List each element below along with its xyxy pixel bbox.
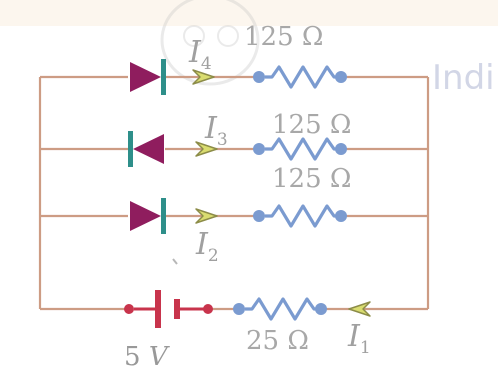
- current-label-i4: I4: [189, 38, 212, 73]
- current-symbol-i2: I: [196, 227, 208, 262]
- current-index-i2: 2: [207, 246, 219, 266]
- smudge-mark: [172, 258, 178, 265]
- diode-second: [128, 131, 164, 167]
- watermark-text: Indi: [432, 58, 495, 98]
- current-arrow-source: [348, 301, 371, 317]
- battery: [124, 290, 213, 328]
- current-label-i2: I2: [196, 230, 219, 265]
- diode-third: [130, 198, 166, 234]
- current-symbol-i4: I: [189, 35, 201, 70]
- current-index-i3: 3: [216, 130, 228, 150]
- resistor-second: [253, 137, 347, 161]
- current-arrow-top: [192, 69, 215, 85]
- current-arrow-second: [195, 141, 218, 157]
- current-symbol-i3: I: [205, 111, 217, 146]
- watermark-face: [160, 0, 260, 86]
- resistor-source: [233, 297, 327, 321]
- current-index-i1: 1: [359, 338, 371, 358]
- header-band: [0, 0, 498, 26]
- voltage-number: 5: [124, 342, 141, 372]
- current-symbol-i1: I: [348, 319, 360, 354]
- voltage-unit: V: [148, 342, 168, 372]
- resistor-top: [253, 65, 347, 89]
- current-label-i3: I3: [205, 114, 228, 149]
- current-label-i1: I1: [348, 322, 371, 357]
- wiring: [38, 75, 430, 311]
- voltage-label: 5 V: [124, 344, 168, 370]
- current-arrow-third: [195, 208, 218, 224]
- resistance-label-second: 125 Ω: [272, 110, 352, 140]
- resistance-label-third: 125 Ω: [272, 164, 352, 194]
- resistance-label-top: 125 Ω: [244, 22, 324, 52]
- diode-top: [130, 59, 166, 95]
- resistance-label-source: 25 Ω: [246, 326, 309, 356]
- resistor-third: [253, 204, 347, 228]
- current-index-i4: 4: [200, 54, 212, 74]
